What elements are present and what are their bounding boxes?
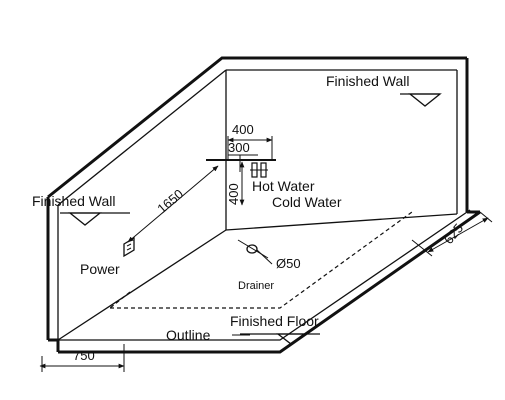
floor-slab [58,209,481,354]
valve-height-value: 400 [226,183,241,205]
wall-inner-lines [57,69,458,341]
finished-wall-left-marker [68,212,102,226]
drain-icon [237,239,273,265]
front-width-value: 750 [73,348,95,363]
wall-outline [46,56,469,352]
drainer-label: Drainer [238,280,274,292]
front-width-dimension: 750 [39,344,125,372]
finished-floor-label: Finished Floor [230,313,319,329]
hot-water-label: Hot Water [252,178,315,194]
wall-run-value: 1650 [154,186,186,216]
finished-wall-right-marker [408,93,442,107]
cold-water-label: Cold Water [272,194,342,210]
top-width-value: 400 [232,122,254,137]
power-label: Power [80,261,120,277]
power-outlet-icon [123,236,135,258]
tub-outline-dashed [109,211,413,309]
depth-dimension: 625 [411,211,493,257]
inner-width-value: 300 [228,140,250,155]
finished-wall-left-label: Finished Wall [32,193,116,209]
wall-run-dimension: 1650 [127,165,219,243]
finished-wall-right-label: Finished Wall [326,73,410,89]
valve-height-dimension: 400 [226,161,245,206]
drain-diameter-value: Ø50 [276,256,301,271]
top-width-dimension: 400 [227,122,273,160]
water-valve-fittings [206,155,276,178]
outline-label: Outline [166,327,211,343]
inner-width-dimension: 300 [228,140,258,156]
